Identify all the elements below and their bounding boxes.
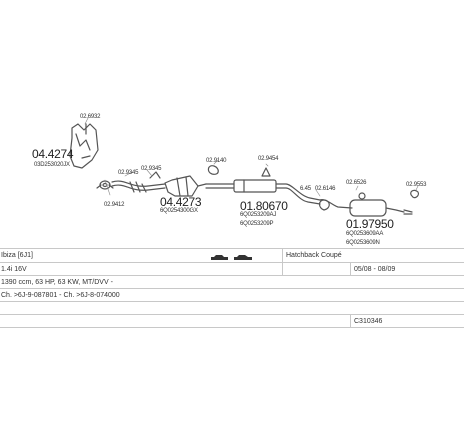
flange-gasket — [96, 180, 114, 190]
table-divider — [0, 262, 464, 263]
rear-silencer — [319, 199, 413, 217]
table-divider — [0, 275, 464, 276]
table-divider — [0, 248, 464, 249]
part-ref-label: 02.9345 — [141, 166, 162, 172]
body-type: Hatchback Coupé — [286, 252, 342, 259]
exhaust-manifold — [69, 123, 99, 169]
table-divider — [0, 301, 464, 302]
part-ref-label: 02.9140 — [206, 158, 227, 164]
car-body-icon — [211, 255, 252, 260]
table-column-divider — [350, 314, 351, 327]
part-oem-label: 6Q0253609N — [346, 240, 380, 246]
part-ref-label: 02.9345 — [118, 170, 139, 176]
production-years: 05/08 - 08/09 — [354, 266, 396, 273]
part-number-label: 04.4273 — [160, 195, 202, 209]
part-oem-label: 6Q0253609AA — [346, 231, 384, 237]
engine-specs: 1390 ccm, 63 HP, 63 KW, MT/DVV - — [1, 279, 113, 286]
part-oem-label: 6Q0254300GX — [160, 208, 198, 214]
table-column-divider — [282, 248, 283, 275]
table-divider — [0, 314, 464, 315]
model-name: Ibiza [6J1] — [1, 252, 33, 259]
catalogue-code: C310346 — [354, 318, 383, 325]
part-ref-label: 02.6146 — [315, 186, 336, 192]
leader-lines — [84, 117, 419, 197]
middle-silencer — [205, 179, 321, 205]
table-divider — [0, 288, 464, 289]
front-pipe — [111, 180, 166, 193]
part-oem-label: 03D253020JX — [34, 162, 70, 168]
rubber-hangers — [149, 165, 419, 211]
part-ref-label: 02.9454 — [258, 156, 279, 162]
part-ref-label: 02.6932 — [80, 114, 101, 120]
part-oem-label: 6Q0253209AJ — [240, 212, 277, 218]
part-oem-label: 6Q0253209P — [240, 221, 274, 227]
part-number-label: 01.80670 — [240, 199, 288, 213]
exhaust-system-drawing — [69, 117, 419, 217]
part-ref-label: 02.9412 — [104, 202, 125, 208]
part-ref-label: 02.9553 — [406, 182, 427, 188]
chassis-range: Ch. >6J-9-087801 - Ch. >6J-8-074000 — [1, 292, 120, 299]
table-column-divider — [350, 262, 351, 275]
part-ref-label: 6.45 — [300, 186, 311, 192]
part-number-label: 01.97950 — [346, 217, 394, 231]
engine-type: 1.4i 16V — [1, 266, 27, 273]
part-ref-label: 02.6526 — [346, 180, 367, 186]
part-number-label: 04.4274 — [32, 147, 74, 161]
table-divider — [0, 327, 464, 328]
catalytic-converter — [164, 175, 207, 197]
